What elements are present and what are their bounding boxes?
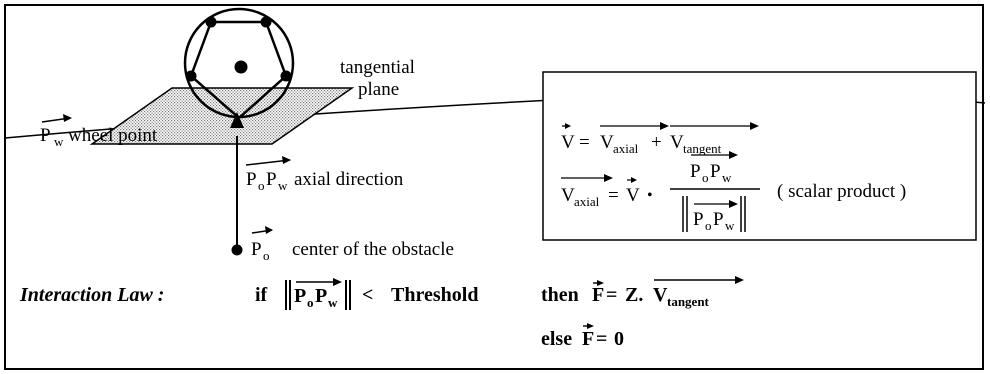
then-keyword: then (541, 284, 579, 306)
axial-direction-text: axial direction (294, 169, 404, 190)
f2-v-axial: V (561, 185, 575, 206)
f1-v-tangent: V (670, 132, 684, 153)
il-p1: P (294, 285, 306, 307)
f2-den-p1: P (693, 209, 704, 230)
f2-num-sub-w: w (722, 170, 732, 185)
wheel-vertex-dot (185, 70, 197, 82)
formula-box (542, 71, 977, 241)
f1-eq: = (579, 132, 590, 153)
wheel-vertex-dot (260, 16, 272, 28)
tangential-label-1: tangential (340, 57, 415, 78)
v-tangent: V (653, 284, 668, 306)
less-than: < (362, 284, 373, 306)
p-w-sub: w (54, 134, 64, 149)
wheel-vertex-dot (280, 70, 292, 82)
f1-v: V (561, 132, 575, 153)
wheel-center-dot (234, 60, 248, 74)
obstacle-center-label: P o center of the obstacle (251, 226, 454, 263)
f2-sub-axial: axial (574, 194, 600, 209)
axial-arrowhead (230, 112, 244, 128)
center-obstacle-text: center of the obstacle (292, 239, 454, 260)
f2-num-p1: P (690, 161, 701, 182)
if-keyword: if (255, 284, 268, 306)
il-sub-o: o (307, 295, 314, 310)
wheel-pentagon (189, 20, 288, 120)
il-p2: P (315, 285, 327, 307)
f2-eq: = (608, 185, 619, 206)
f1-v-axial: V (600, 132, 614, 153)
f2-v: V (626, 185, 640, 206)
p-w-letter: P (40, 125, 51, 146)
axial-direction-label: P o P w axial direction (245, 156, 404, 193)
scalar-product-note: ( scalar product ) (777, 181, 906, 202)
wheel-point-label: P w wheel point (40, 114, 158, 149)
force-f: F (592, 284, 604, 306)
wheel-vertex-dot (205, 16, 217, 28)
il-sub-w: w (328, 295, 338, 310)
axial-sub-w: w (278, 178, 288, 193)
f2-den-p2: P (713, 209, 724, 230)
formula-line-2: V axial = V • P o P w P o P w ( scalar p… (561, 151, 906, 233)
force-f-else: F (582, 328, 594, 350)
f1-sub-tangent: tangent (683, 141, 722, 156)
axial-p1: P (246, 169, 257, 190)
zero-value: 0 (614, 328, 624, 350)
f2-dot: • (647, 187, 653, 204)
p-o-sub: o (263, 248, 270, 263)
interaction-law-title: Interaction Law : (19, 284, 164, 306)
wheel (183, 7, 295, 120)
f1-sub-axial: axial (613, 141, 639, 156)
else-eq: = (596, 328, 607, 350)
tangential-plane (89, 87, 355, 145)
interaction-law: Interaction Law : if P o P w < Threshold… (19, 276, 744, 350)
v-sub-tangent: tangent (667, 294, 710, 309)
axial-p2: P (266, 169, 277, 190)
axial-sub-o: o (258, 178, 265, 193)
wheel-point-text: wheel point (68, 125, 158, 146)
obstacle-center-dot (231, 244, 243, 256)
f2-den-sub-o: o (705, 218, 712, 233)
p-o-letter: P (251, 239, 262, 260)
f2-num-p2: P (710, 161, 721, 182)
threshold: Threshold (391, 284, 478, 306)
else-keyword: else (541, 328, 572, 350)
tangential-label-2: plane (358, 79, 399, 100)
f1-plus: + (651, 132, 662, 153)
then-eq: = (606, 284, 617, 306)
f2-num-sub-o: o (702, 170, 709, 185)
z-coef: Z. (625, 284, 643, 306)
formula-line-1: V = V axial + V tangent (561, 122, 759, 156)
f2-den-sub-w: w (725, 218, 735, 233)
